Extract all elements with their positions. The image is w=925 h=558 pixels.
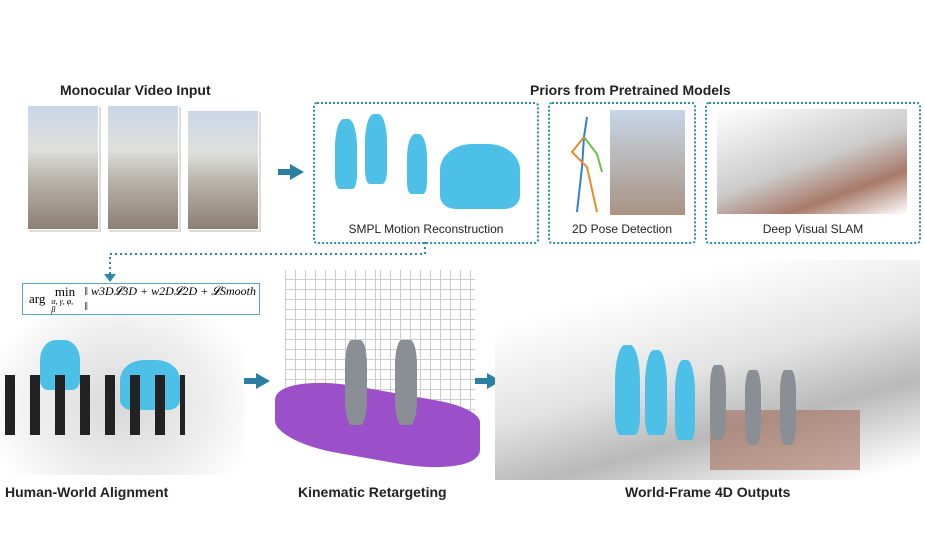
- video-frame-1: [27, 105, 99, 230]
- video-frame-2: [107, 105, 179, 230]
- formula-expr: ‖ w3D𝓛3D + w2D𝓛2D + 𝓛Smooth ‖: [84, 284, 257, 313]
- video-input-title: Monocular Video Input: [60, 82, 211, 98]
- formula-arg: arg: [29, 291, 46, 306]
- formula-min: min: [54, 283, 76, 299]
- smpl-caption: SMPL Motion Reconstruction: [348, 222, 504, 236]
- priors-title: Priors from Pretrained Models: [530, 82, 731, 98]
- retargeting-caption: Kinematic Retargeting: [298, 484, 447, 500]
- slam-panel: Deep Visual SLAM: [705, 102, 921, 244]
- pose-caption: 2D Pose Detection: [571, 222, 673, 236]
- pose-panel: 2D Pose Detection: [548, 102, 696, 244]
- smpl-panel: SMPL Motion Reconstruction: [313, 102, 539, 244]
- alignment-caption: Human-World Alignment: [5, 484, 169, 500]
- slam-caption: Deep Visual SLAM: [762, 222, 864, 236]
- skeleton-icon: [570, 116, 603, 213]
- alignment-image: [0, 300, 245, 475]
- video-frame-3: [187, 110, 259, 230]
- formula-sub: α, γ, φ, β: [51, 296, 74, 314]
- arrow-right-icon: [244, 373, 270, 389]
- arrow-right-icon: [278, 164, 304, 180]
- connector-line: [104, 242, 426, 282]
- world-output-image: [495, 260, 920, 480]
- outputs-caption: World-Frame 4D Outputs: [625, 484, 791, 500]
- retargeting-image: [275, 270, 480, 479]
